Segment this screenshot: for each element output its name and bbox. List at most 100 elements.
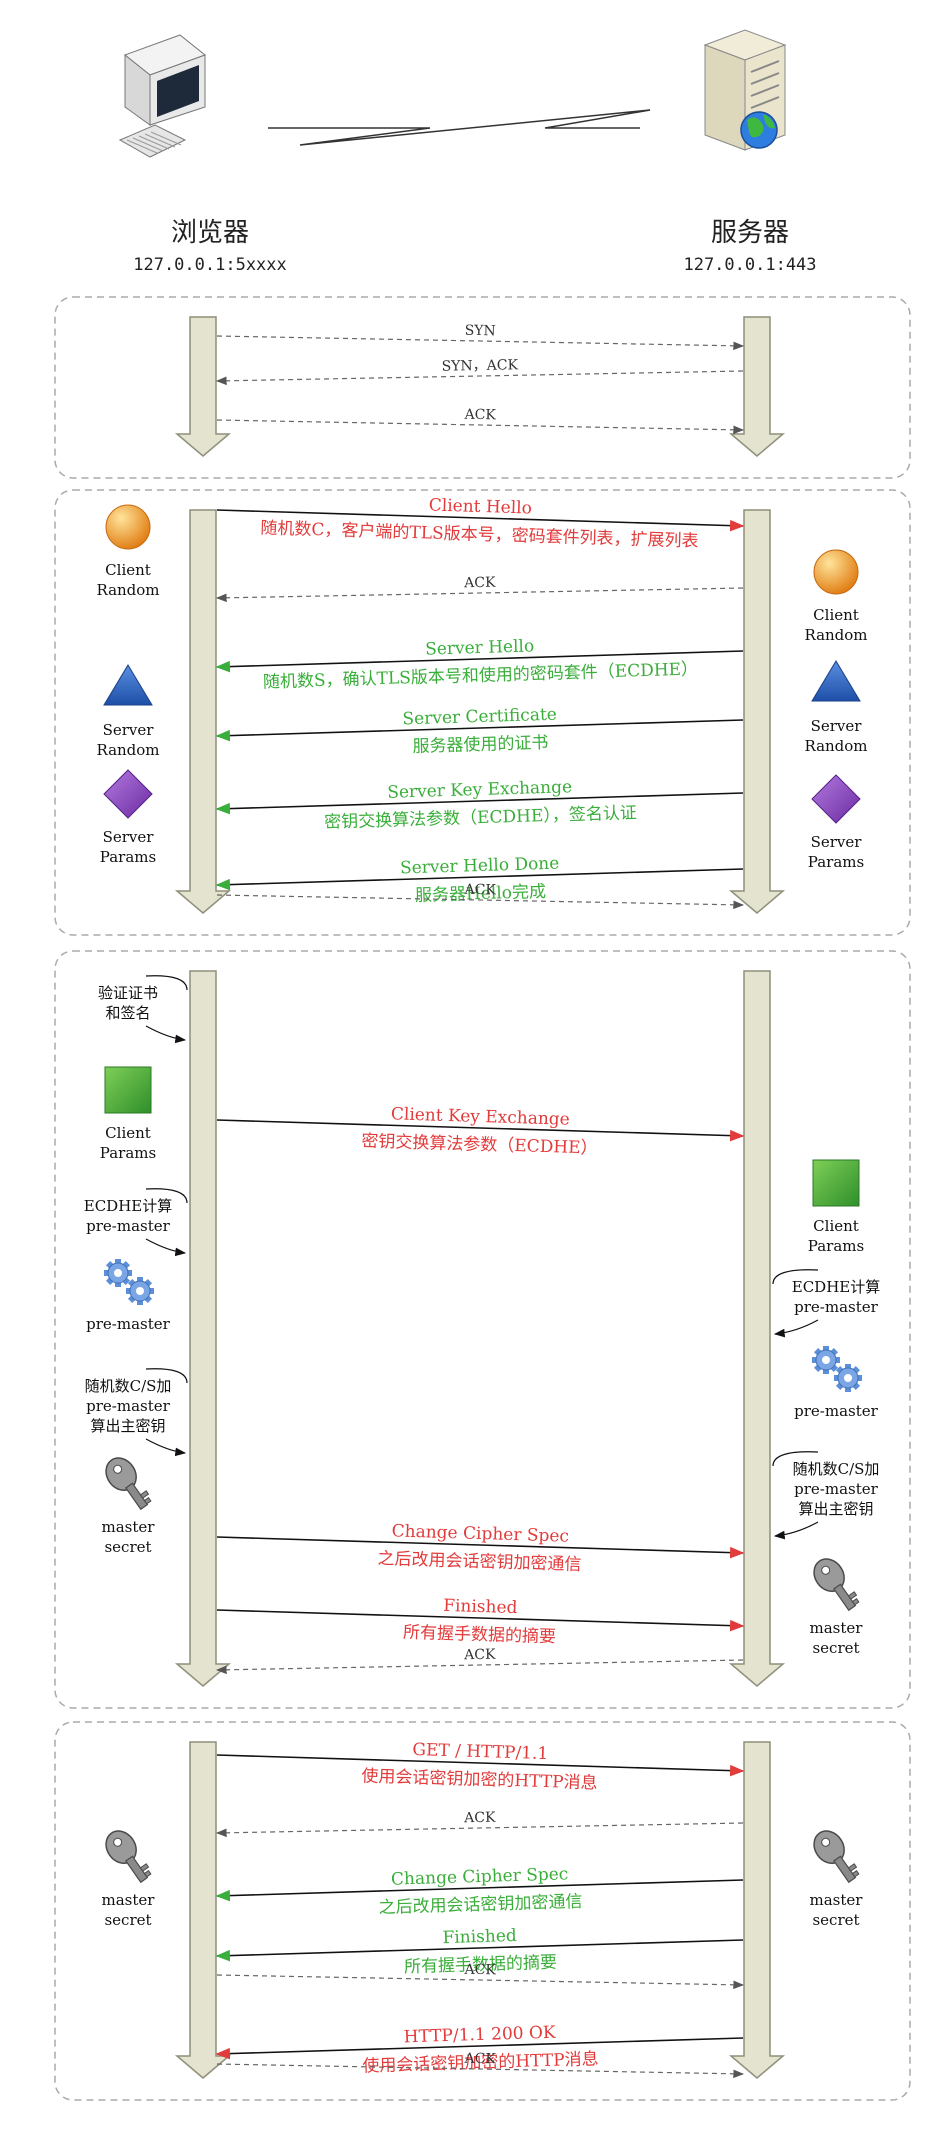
keyboard-key-row xyxy=(138,135,170,150)
note-pointer xyxy=(772,1269,819,1285)
section-box xyxy=(54,1721,911,2101)
server-name: 服务器 xyxy=(710,218,789,248)
right-side-item-label-line: master xyxy=(810,1619,864,1637)
server-lifeline xyxy=(728,316,786,457)
note-pointer xyxy=(772,1451,819,1467)
message-arrow xyxy=(216,419,745,435)
key-hole xyxy=(821,1565,831,1575)
message-label: ACK xyxy=(463,407,496,424)
gears-icon xyxy=(812,1346,862,1392)
key-icon xyxy=(105,1830,152,1884)
left-side-item-label-line: master xyxy=(102,1891,156,1909)
left-side-item-label-line: Params xyxy=(100,1144,156,1162)
left-side-item-label-line: pre-master xyxy=(86,1217,170,1235)
message-arrow xyxy=(216,894,745,910)
left-side-item-label-line: Random xyxy=(96,581,159,599)
right-side-item: pre-master xyxy=(794,1346,879,1420)
key-hole xyxy=(821,1837,831,1847)
diamond-shape xyxy=(103,769,153,819)
section-box xyxy=(54,950,911,1709)
message-label: ACK xyxy=(463,575,496,592)
server-vent xyxy=(750,72,780,85)
left-side-item-label-line: pre-master xyxy=(86,1397,170,1415)
left-side-item-label-line: Params xyxy=(100,848,156,866)
message-arrow xyxy=(216,1536,745,1559)
message-label: SYN xyxy=(464,323,495,340)
globe-land xyxy=(747,114,775,138)
client-lifeline xyxy=(174,316,232,457)
left-side-item-label-line: ECDHE计算 xyxy=(84,1197,172,1215)
note-pointer xyxy=(145,975,188,991)
left-side-item-label-line: Client xyxy=(105,1124,151,1142)
lightning-link-icon xyxy=(268,109,651,146)
header-art xyxy=(118,29,787,158)
key-tooth xyxy=(847,1863,858,1872)
right-side-item-label-line: Client xyxy=(813,606,859,624)
left-side-item: pre-master xyxy=(86,1259,171,1333)
key-hole xyxy=(113,1837,123,1847)
left-side-item-label: 验证证书和签名 xyxy=(98,984,158,1022)
desktop-computer-icon xyxy=(118,34,207,158)
key-body xyxy=(813,1558,860,1612)
left-side-item-label-line: 随机数C/S加 xyxy=(85,1377,172,1395)
keyboard-key-row xyxy=(144,133,176,148)
section-key-exchange: Client Key Exchange密钥交换算法参数（ECDHE）Change… xyxy=(54,950,911,1709)
server-lifeline xyxy=(728,1741,786,2079)
right-side-item-label-line: 算出主密钥 xyxy=(798,1500,873,1518)
message-label: ACK xyxy=(463,1810,496,1827)
right-side-item-label-line: pre-master xyxy=(794,1298,878,1316)
message-arrow xyxy=(215,1939,744,1962)
key-hole xyxy=(113,1464,123,1474)
server-vent xyxy=(750,84,780,97)
server-header: 服务器 127.0.0.1:443 xyxy=(630,212,870,275)
keyboard-key-row xyxy=(150,131,182,146)
message-arrow xyxy=(215,1879,744,1902)
client-address: 127.0.0.1:5xxxx xyxy=(133,255,287,275)
message-description: 使用会话密钥加密的HTTP消息 xyxy=(361,1765,598,1793)
client-lifeline xyxy=(174,970,232,1687)
right-side-item-label-line: secret xyxy=(812,1911,859,1929)
message-label: HTTP/1.1 200 OK xyxy=(403,2023,556,2048)
message-arrow xyxy=(216,509,745,532)
note-pointer xyxy=(773,1319,819,1338)
note-pointer xyxy=(145,1025,187,1044)
square-shape xyxy=(104,1066,152,1114)
message-label: ACK xyxy=(463,1962,496,1979)
client-lifeline xyxy=(174,509,232,914)
message-label: ACK xyxy=(463,2051,496,2068)
key-body xyxy=(105,1830,152,1884)
green-square-icon xyxy=(812,1159,860,1207)
server-lifeline xyxy=(728,509,786,914)
keyboard xyxy=(118,124,187,158)
message-label: Finished xyxy=(443,1596,518,1618)
left-side-item-label-line: 验证证书 xyxy=(98,984,158,1002)
message-arrow xyxy=(215,792,744,815)
left-side-item: ECDHE计算 pre-master xyxy=(84,1188,188,1257)
gears-icon xyxy=(104,1259,154,1305)
key-body xyxy=(105,1457,152,1511)
right-side-item-label-line: ECDHE计算 xyxy=(792,1278,880,1296)
left-side-item-label-line: Server xyxy=(103,721,155,739)
key-shaft xyxy=(833,1855,857,1884)
message-arrow xyxy=(216,1974,745,1990)
message-label: Server Hello xyxy=(425,636,535,659)
key-tooth xyxy=(851,1597,860,1606)
right-side-item-label-line: master xyxy=(810,1891,864,1909)
circle-shape xyxy=(105,504,151,550)
circle-shape xyxy=(813,549,859,595)
message-description: 所有握手数据的摘要 xyxy=(404,1953,558,1978)
